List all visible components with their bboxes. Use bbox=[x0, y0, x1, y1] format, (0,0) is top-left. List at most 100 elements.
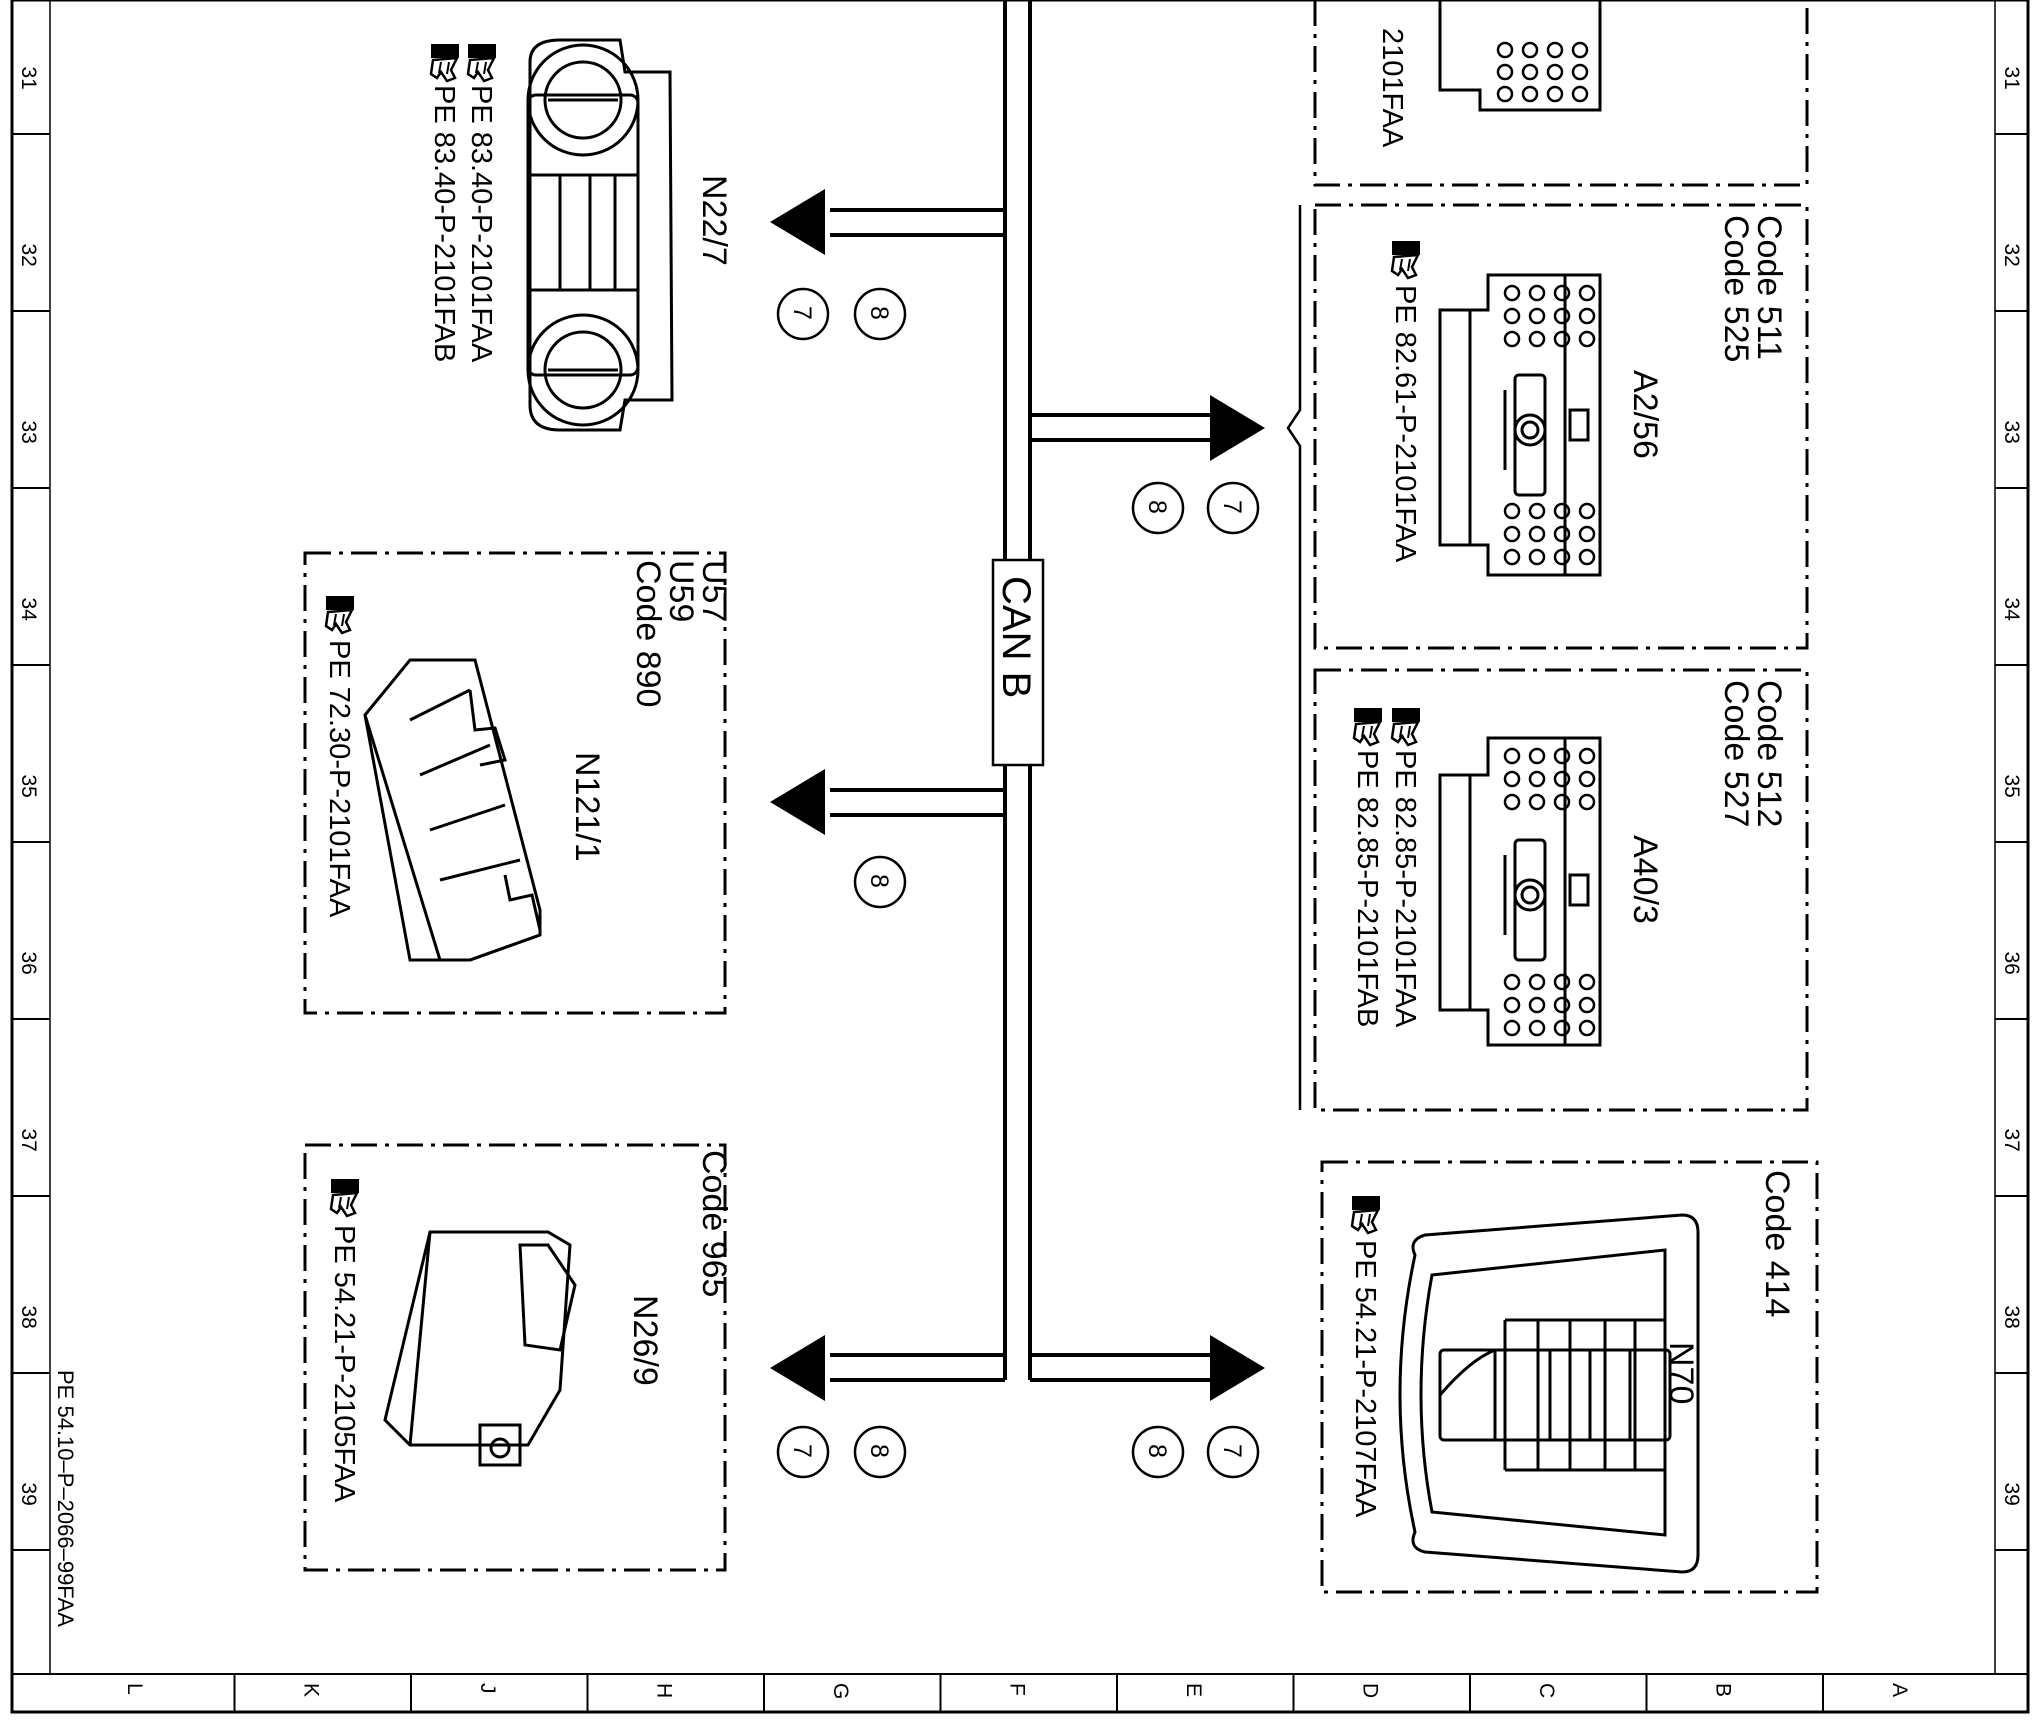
pe-reference: PE 83.40-P-2101FAB bbox=[428, 85, 460, 362]
option-box-border bbox=[1320, 1160, 1819, 1594]
option-code: Code 527 bbox=[1717, 680, 1755, 827]
option-code: Code 525 bbox=[1717, 215, 1755, 362]
arrow-n22-7 bbox=[770, 189, 825, 255]
pe-reference: PE 83.40-P-2101FAA bbox=[465, 85, 497, 363]
svg-text:8: 8 bbox=[865, 1444, 893, 1458]
grid-col-label: K bbox=[300, 1683, 323, 1697]
grid-row-label: 37 bbox=[2000, 1129, 2023, 1152]
arrow-n26-9 bbox=[770, 1335, 825, 1401]
hand-pointer-icon bbox=[1390, 706, 1422, 747]
grid-col-label: H bbox=[653, 1683, 676, 1698]
svg-text:8: 8 bbox=[1143, 500, 1171, 514]
pe-reference: PE 54.21-P-2105FAA bbox=[328, 1225, 360, 1503]
grid-row-label: 31 bbox=[2000, 67, 2023, 90]
grid-row-label: 36 bbox=[17, 952, 40, 975]
svg-text:8: 8 bbox=[865, 306, 893, 320]
grid-row-label: 32 bbox=[17, 244, 40, 267]
grid-row-label: 36 bbox=[2000, 952, 2023, 975]
arrow-n121-1 bbox=[770, 769, 825, 835]
overhead-control-panel-drawing bbox=[1398, 1213, 1700, 1574]
control-module-drawing bbox=[363, 658, 542, 962]
pe-reference: PE 72.30-P-2101FAA bbox=[323, 640, 355, 918]
svg-text:8: 8 bbox=[865, 874, 893, 888]
pins-a2-56: 7 8 bbox=[1131, 481, 1260, 535]
grid-col-label: L bbox=[123, 1683, 146, 1695]
option-box-border bbox=[1313, 0, 1809, 187]
grid-col-label: C bbox=[1535, 1683, 1558, 1698]
grid-col-label: G bbox=[829, 1683, 852, 1699]
grid-col-label: D bbox=[1359, 1683, 1382, 1698]
can-b-label-box bbox=[991, 558, 1045, 767]
radio-unit-drawing-partial bbox=[1438, 0, 1602, 112]
component-n26-9: Code 965 N26/9 PE 54.21-P-2105FAA bbox=[303, 1143, 733, 1572]
component-partial-top: 2101FAA bbox=[1313, 0, 1809, 187]
svg-text:7: 7 bbox=[788, 306, 816, 320]
option-code: Code 511 bbox=[1750, 215, 1788, 360]
hand-pointer-icon bbox=[1350, 1194, 1382, 1235]
hand-pointer-icon bbox=[329, 1177, 361, 1218]
option-box-border bbox=[1313, 668, 1809, 1112]
option-code: Code 512 bbox=[1750, 680, 1788, 827]
grid-col-label: F bbox=[1006, 1683, 1029, 1696]
option-code: Code 965 bbox=[695, 1150, 733, 1297]
pe-reference: PE 54.21-P-2107FAA bbox=[1349, 1240, 1381, 1518]
hand-pointer-icon bbox=[1390, 239, 1422, 280]
component-id: A40/3 bbox=[1626, 835, 1664, 924]
grid-col-label: J bbox=[476, 1683, 499, 1694]
grid-row-label: 38 bbox=[17, 1306, 40, 1329]
option-box-border bbox=[303, 1143, 727, 1572]
document-id: PE 54.10–P–2066–99FAA bbox=[53, 1370, 78, 1627]
grid-row-label: 39 bbox=[2000, 1483, 2023, 1506]
hand-pointer-icon bbox=[466, 42, 498, 83]
component-a40-3: Code 512 Code 527 A40/3 PE 82.85-P-2101F… bbox=[1313, 668, 1809, 1112]
variant-group-bracket bbox=[1286, 205, 1302, 1110]
arrow-a2-56 bbox=[1210, 395, 1265, 461]
option-code: U57 bbox=[695, 560, 733, 622]
component-n22-7: N22/7 PE 83.40-P-2101FAA PE 83.40-P-2101… bbox=[428, 38, 733, 432]
grid-row-label: 32 bbox=[2000, 244, 2023, 267]
control-unit-box-drawing bbox=[383, 1230, 577, 1467]
grid-row-label: 33 bbox=[17, 421, 40, 444]
hand-pointer-icon bbox=[429, 42, 461, 83]
svg-text:7: 7 bbox=[1218, 500, 1246, 514]
pins-n22-7: 8 7 bbox=[776, 287, 907, 341]
pe-reference: PE 82.61-P-2101FAA bbox=[1389, 285, 1421, 563]
radio-unit-drawing bbox=[1438, 736, 1602, 1047]
component-id: N22/7 bbox=[695, 175, 733, 266]
svg-text:8: 8 bbox=[1143, 1444, 1171, 1458]
grid-row-label: 33 bbox=[2000, 421, 2023, 444]
pins-n121-1: 8 bbox=[853, 855, 907, 909]
grid-row-label: 34 bbox=[17, 598, 40, 622]
svg-text:7: 7 bbox=[788, 1444, 816, 1458]
component-id: N121/1 bbox=[568, 752, 606, 862]
pe-reference: PE 82.85-P-2101FAB bbox=[1351, 750, 1383, 1027]
component-a2-56: Code 511 Code 525 A2/56 PE 82.61-P-2101F… bbox=[1313, 203, 1809, 650]
grid-col-label: E bbox=[1182, 1683, 1205, 1697]
grid-row-label: 34 bbox=[2000, 598, 2023, 622]
component-n121-1: U57 U59 Code 890 N121/1 PE 72.30-P-2101F… bbox=[303, 551, 733, 1015]
can-b-bus-closure bbox=[1003, 1355, 1032, 1380]
option-code: U59 bbox=[662, 560, 700, 622]
hand-pointer-icon bbox=[324, 594, 356, 635]
component-id: A2/56 bbox=[1626, 370, 1664, 459]
svg-text:7: 7 bbox=[1218, 1444, 1246, 1458]
pins-n26-9: 8 7 bbox=[776, 1425, 907, 1479]
component-n70: Code 414 N70 PE 54.21-P-2107FAA bbox=[1320, 1160, 1819, 1594]
grid-row-label: 35 bbox=[2000, 775, 2023, 798]
option-code: Code 890 bbox=[629, 560, 667, 707]
pins-n70: 7 8 bbox=[1131, 1425, 1260, 1479]
climate-control-unit-drawing bbox=[526, 38, 674, 432]
hand-pointer-icon bbox=[1352, 706, 1384, 747]
grid-row-label: 39 bbox=[17, 1483, 40, 1506]
can-b-label: CAN B bbox=[994, 576, 1038, 698]
grid-row-label: 37 bbox=[17, 1129, 40, 1152]
grid-col-label: B bbox=[1712, 1683, 1735, 1697]
grid-row-label: 35 bbox=[17, 775, 40, 798]
sheet-frame bbox=[10, 0, 2030, 1714]
grid-row-label: 38 bbox=[2000, 1306, 2023, 1329]
grid-col-label: A bbox=[1888, 1683, 1911, 1697]
pe-reference: PE 82.85-P-2101FAA bbox=[1389, 750, 1421, 1028]
component-id: N26/9 bbox=[626, 1295, 664, 1386]
